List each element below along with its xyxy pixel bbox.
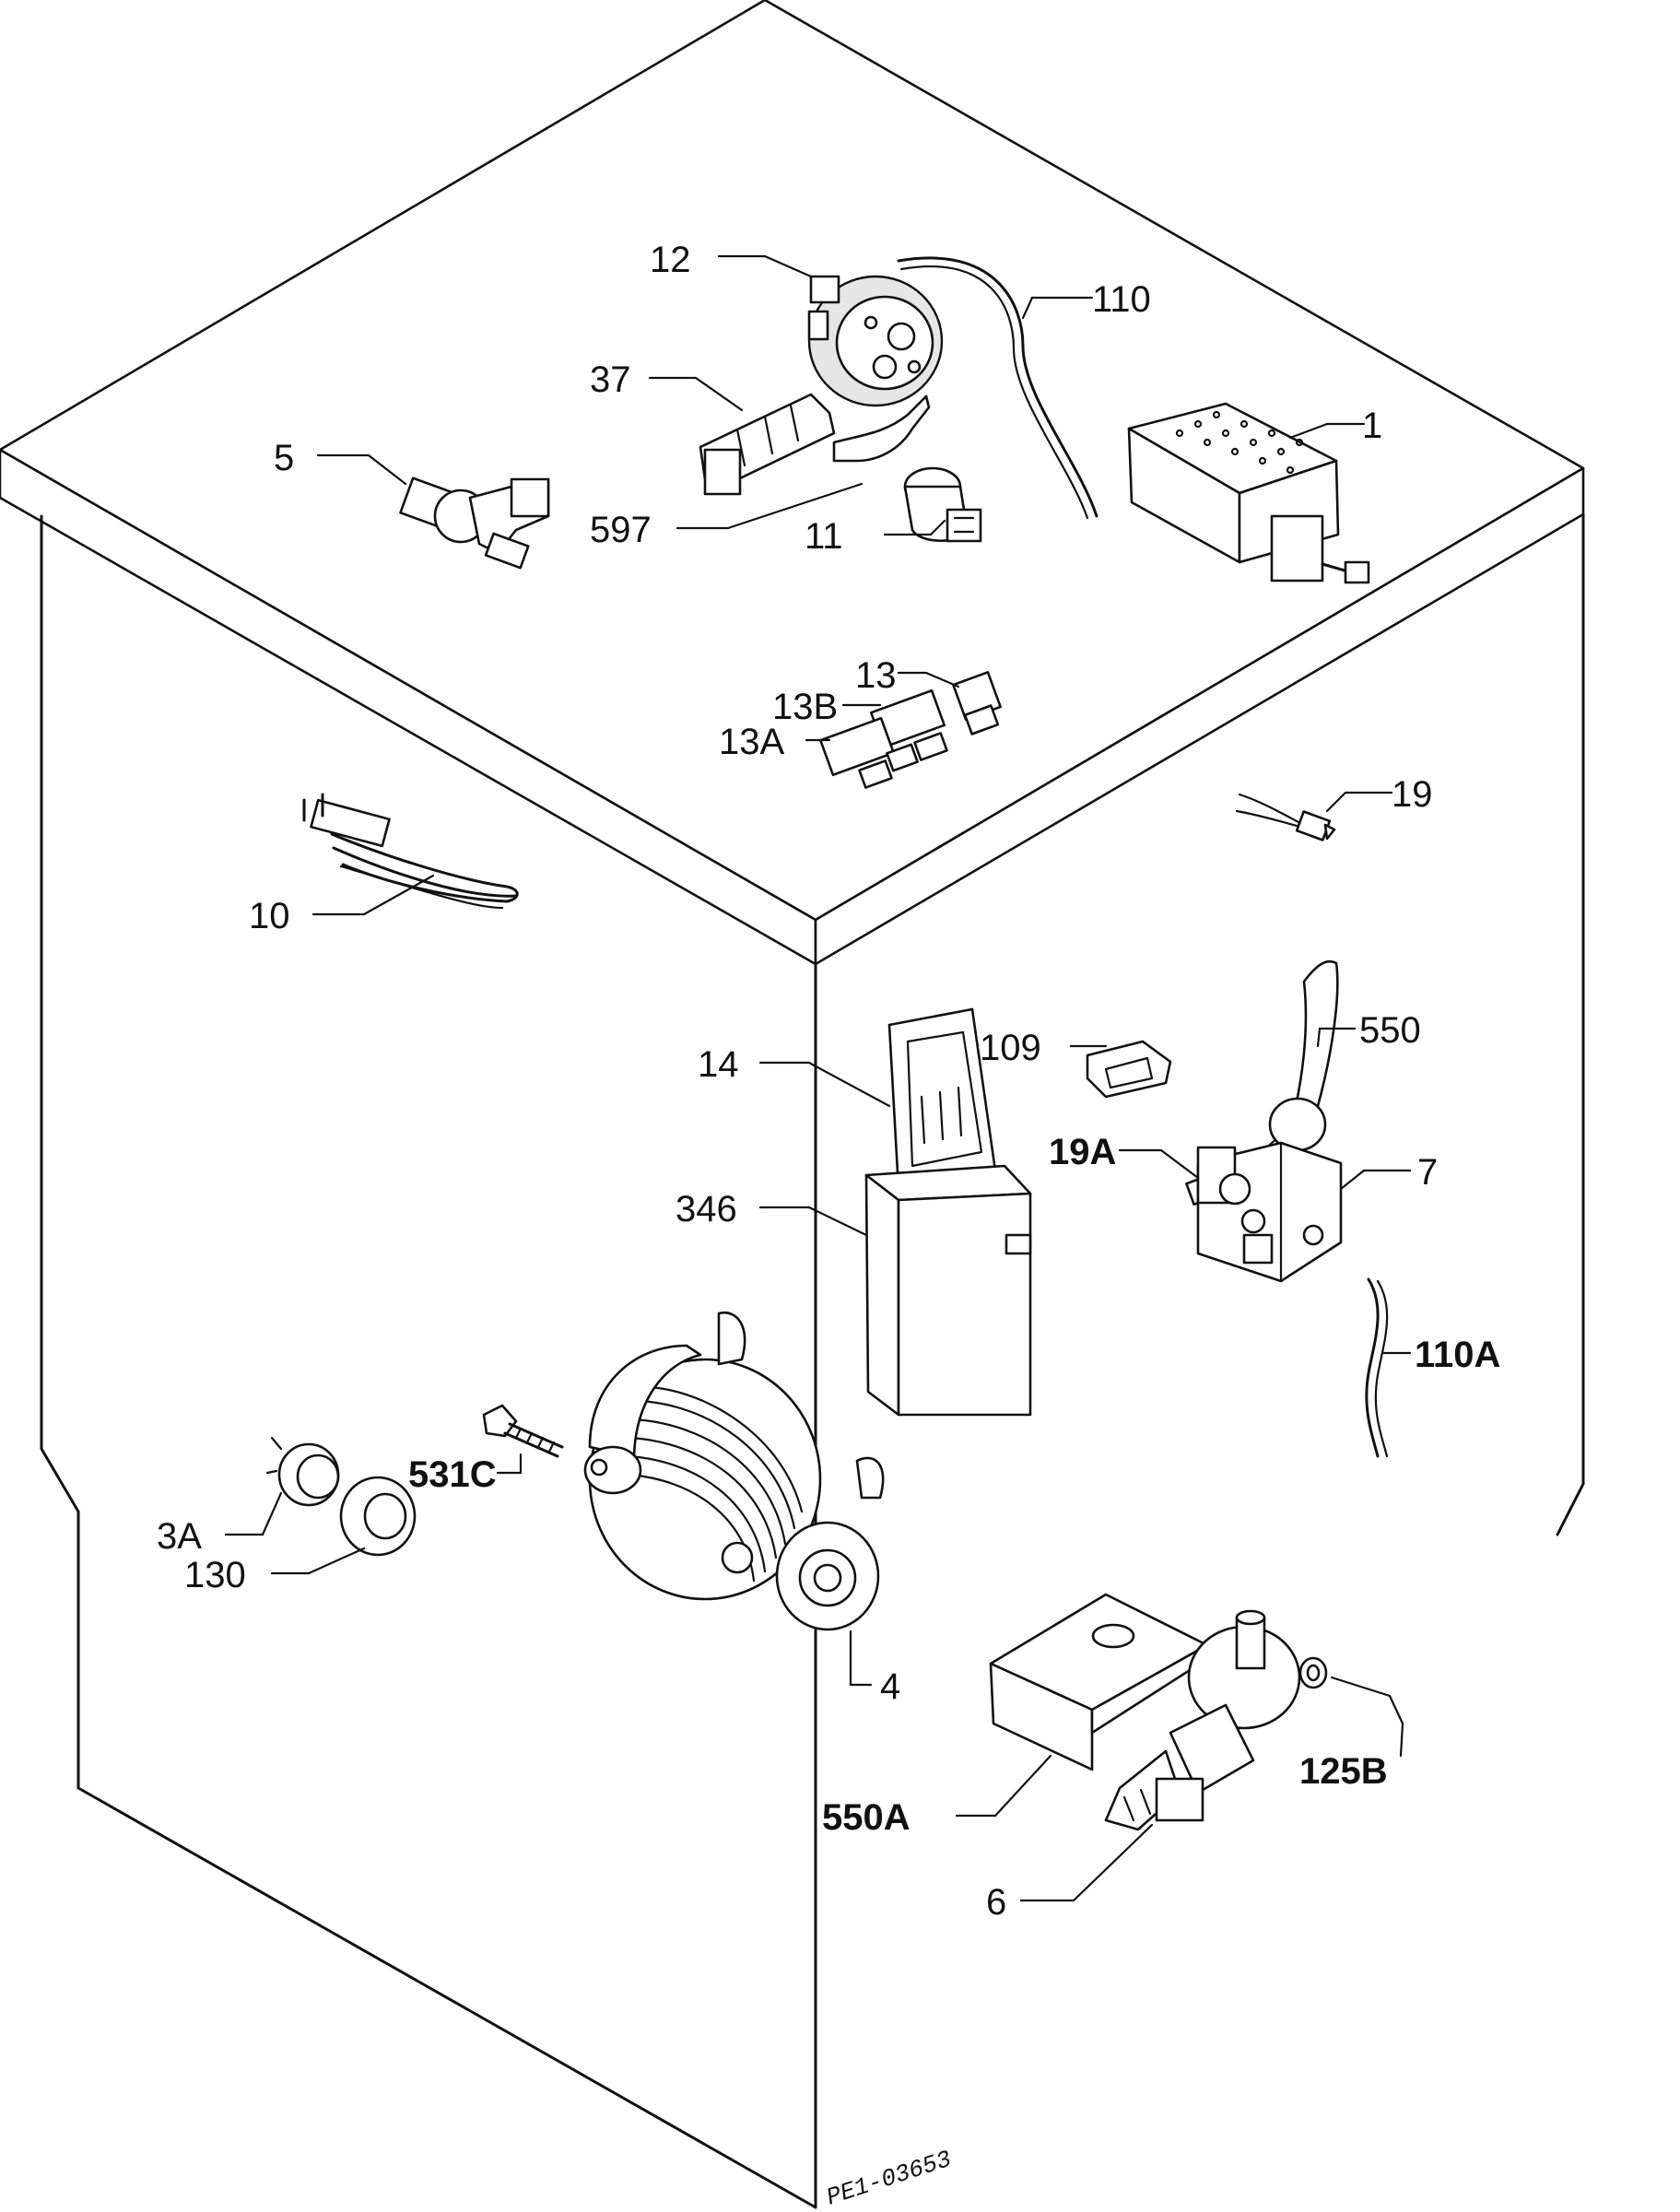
part-3A-component [265,1436,340,1507]
part-109-lens [1086,1040,1172,1099]
label-13B: 13B [772,687,838,727]
label-13: 13 [855,655,897,696]
part-12-pressure-switch [807,275,944,407]
part-5-inlet-valve [399,477,550,570]
part-550-door-lock-lever [1268,959,1339,1152]
leader-lines [224,254,1412,1902]
label-346: 346 [676,1189,737,1230]
part-10-heater-element [302,793,519,910]
part-19-sensor [1235,793,1336,841]
label-10: 10 [249,896,290,936]
label-3A: 3A [157,1516,202,1557]
label-109: 109 [980,1028,1041,1068]
label-11: 11 [805,516,843,557]
part-7-door-interlock [1196,1141,1343,1283]
part-130-gasket [339,1476,417,1557]
label-4: 4 [880,1666,900,1707]
label-550: 550 [1359,1010,1421,1051]
part-531C-screw [482,1404,564,1458]
label-550A: 550A [822,1797,910,1838]
part-110A-hose [1365,1277,1380,1458]
part-13-connectors [818,671,1002,789]
part-6-drain-pump [1104,1609,1328,1831]
cabinet-outline [0,0,1585,2209]
part-4-motor [583,1311,885,1631]
label-37: 37 [590,359,631,400]
label-1: 1 [1362,406,1382,446]
label-130: 130 [184,1555,246,1595]
label-597: 597 [590,510,652,550]
label-6: 6 [986,1882,1006,1923]
label-5: 5 [274,438,294,478]
label-14: 14 [698,1044,739,1085]
label-19A: 19A [1049,1132,1116,1172]
label-110A: 110A [1415,1335,1500,1375]
part-346-drawer-housing [864,1164,1032,1417]
label-531C: 531C [408,1454,497,1495]
drawing-code: PE1-03653 [823,2146,955,2212]
part-550A-cover [989,1593,1209,1771]
label-110: 110 [1092,279,1151,320]
part-597-clip [832,394,931,463]
part-110-hose [897,256,1098,518]
label-125B: 125B [1299,1751,1388,1792]
label-12: 12 [650,240,691,280]
label-7: 7 [1417,1152,1438,1193]
label-13A: 13A [719,722,784,762]
part-37-terminal-block [699,393,836,496]
part-11-capacitor [903,466,982,543]
part-1-programmer [1127,402,1370,584]
label-19: 19 [1392,774,1433,815]
